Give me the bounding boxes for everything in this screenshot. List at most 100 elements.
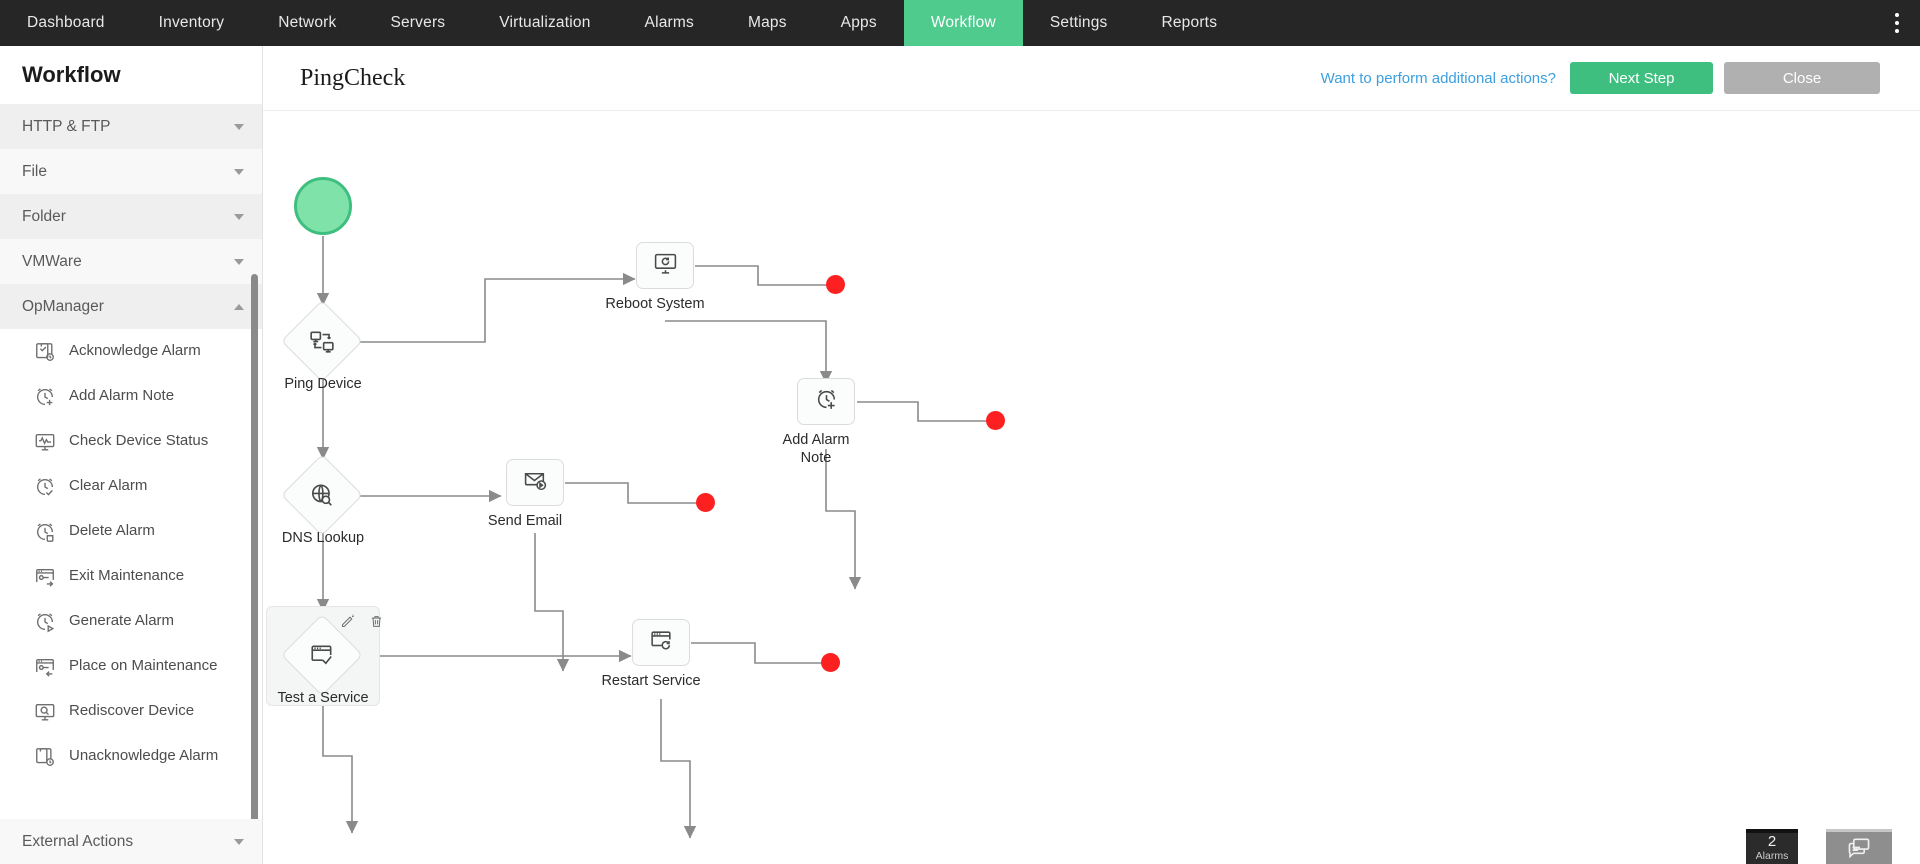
chevron-down-icon (234, 168, 244, 175)
sidebar-item-clear-alarm[interactable]: Clear Alarm (0, 464, 262, 509)
sidebar-item-unacknowledge-alarm[interactable]: Unacknowledge Alarm (0, 734, 262, 779)
sidebar-item-label: Check Device Status (69, 432, 209, 450)
sidebar-bottom: External Actions (0, 819, 262, 864)
sidebar-item-add-alarm-note[interactable]: Add Alarm Note (0, 374, 262, 419)
node-shape-square (797, 378, 855, 425)
sidebar-item-label: Generate Alarm (69, 612, 175, 630)
sidebar-item-delete-alarm[interactable]: Delete Alarm (0, 509, 262, 554)
monitor-restart-icon (653, 251, 678, 281)
sidebar-item-label: Add Alarm Note (69, 387, 175, 405)
content-header: PingCheck Want to perform additional act… (263, 46, 1920, 111)
top-navigation: Dashboard Inventory Network Servers Virt… (0, 0, 1920, 46)
ping-device-icon (309, 328, 335, 354)
close-button[interactable]: Close (1724, 62, 1880, 94)
clock-plus-icon (34, 386, 56, 408)
sidebar-item-check-device-status[interactable]: Check Device Status (0, 419, 262, 464)
sidebar-item-label: Place on Maintenance (69, 657, 218, 675)
clock-trash-icon (34, 521, 56, 543)
alarms-label: Alarms (1755, 849, 1789, 862)
nav-spacer (1244, 0, 1874, 46)
nav-item-inventory[interactable]: Inventory (158, 14, 225, 31)
workflow-endpoint-restart-service[interactable] (821, 653, 840, 672)
monitor-pulse-icon (34, 431, 56, 453)
sidebar: Workflow HTTP & FTP File Folder VMWare O… (0, 46, 263, 864)
sidebar-group-label: HTTP & FTP (22, 117, 111, 135)
sidebar-item-label: Unacknowledge Alarm (69, 747, 219, 765)
sidebar-item-acknowledge-alarm[interactable]: Acknowledge Alarm (0, 329, 262, 374)
additional-actions-link[interactable]: Want to perform additional actions? (1320, 69, 1556, 87)
clock-check-icon (34, 476, 56, 498)
wrench-window-out-icon (34, 566, 56, 588)
workflow-endpoint-reboot-system[interactable] (826, 275, 845, 294)
nav-item-servers[interactable]: Servers (390, 14, 446, 31)
sidebar-item-label: Rediscover Device (69, 702, 195, 720)
sidebar-group-label: OpManager (22, 297, 104, 315)
node-shape-diamond (280, 613, 364, 697)
node-shape-square (632, 619, 690, 666)
sidebar-scroll-area: HTTP & FTP File Folder VMWare OpManager (0, 104, 262, 864)
sidebar-item-label: Exit Maintenance (69, 567, 185, 585)
sidebar-item-exit-maintenance[interactable]: Exit Maintenance (0, 554, 262, 599)
workflow-canvas[interactable]: Ping Device Reboot System (263, 111, 1920, 864)
workflow-connectors (316, 236, 988, 839)
chevron-down-icon (234, 213, 244, 220)
node-shape-square (636, 242, 694, 289)
nav-item-alarms[interactable]: Alarms (644, 14, 694, 31)
nav-item-settings[interactable]: Settings (1049, 14, 1108, 31)
nav-item-workflow[interactable]: Workflow (903, 0, 1023, 46)
nav-item-virtualization[interactable]: Virtualization (499, 14, 591, 31)
nav-item-reports[interactable]: Reports (1161, 14, 1218, 31)
node-shape-square (506, 459, 564, 506)
window-check-icon (309, 642, 335, 668)
next-step-button[interactable]: Next Step (1570, 62, 1713, 94)
nav-item-maps[interactable]: Maps (747, 14, 787, 31)
node-shape-diamond (280, 299, 364, 383)
nav-item-dashboard[interactable]: Dashboard (27, 14, 105, 31)
chat-bubbles-icon[interactable] (1826, 829, 1892, 864)
more-vertical-icon[interactable] (1874, 0, 1920, 46)
sidebar-item-place-on-maintenance[interactable]: Place on Maintenance (0, 644, 262, 689)
window-restart-icon (649, 628, 674, 658)
sidebar-group-file[interactable]: File (0, 149, 262, 194)
workflow-endpoint-add-alarm-note[interactable] (986, 411, 1005, 430)
sidebar-item-generate-alarm[interactable]: Generate Alarm (0, 599, 262, 644)
wrench-window-in-icon (34, 656, 56, 678)
edit-icon[interactable] (340, 614, 355, 634)
sidebar-item-label: Clear Alarm (69, 477, 148, 495)
globe-search-icon (309, 482, 335, 508)
nav-item-apps[interactable]: Apps (840, 14, 877, 31)
sidebar-group-label: VMWare (22, 252, 82, 270)
alarms-count: 2 (1767, 833, 1777, 850)
page-title: PingCheck (300, 64, 406, 91)
sidebar-item-label: Acknowledge Alarm (69, 342, 201, 360)
delete-icon[interactable] (369, 614, 384, 634)
clock-plus-icon (814, 387, 839, 417)
clock-play-icon (34, 611, 56, 633)
nav-item-network[interactable]: Network (278, 14, 337, 31)
alarms-badge[interactable]: 2 Alarms (1746, 829, 1798, 864)
sidebar-group-external-actions[interactable]: External Actions (0, 819, 262, 864)
main-content: PingCheck Want to perform additional act… (263, 46, 1920, 864)
sidebar-title: Workflow (22, 62, 121, 87)
copy-clock-icon (34, 746, 56, 768)
workflow-endpoint-send-email[interactable] (696, 493, 715, 512)
sidebar-group-label: Folder (22, 207, 66, 225)
sidebar-item-rediscover-device[interactable]: Rediscover Device (0, 689, 262, 734)
sidebar-group-opmanager[interactable]: OpManager (0, 284, 262, 329)
monitor-search-icon (34, 701, 56, 723)
chevron-up-icon (234, 303, 244, 310)
mail-send-icon (523, 468, 548, 498)
sidebar-scrollbar-thumb[interactable] (251, 274, 258, 864)
sidebar-group-label: File (22, 162, 47, 180)
workflow-node-toolbar (340, 614, 384, 634)
node-shape-diamond (280, 453, 364, 537)
sidebar-item-label: Delete Alarm (69, 522, 155, 540)
chevron-down-icon (234, 123, 244, 130)
chevron-down-icon (234, 838, 244, 845)
sidebar-group-folder[interactable]: Folder (0, 194, 262, 239)
workflow-start-node[interactable] (294, 177, 352, 235)
sidebar-group-vmware[interactable]: VMWare (0, 239, 262, 284)
sidebar-group-http-ftp[interactable]: HTTP & FTP (0, 104, 262, 149)
chevron-down-icon (234, 258, 244, 265)
sidebar-group-label: External Actions (22, 832, 134, 850)
